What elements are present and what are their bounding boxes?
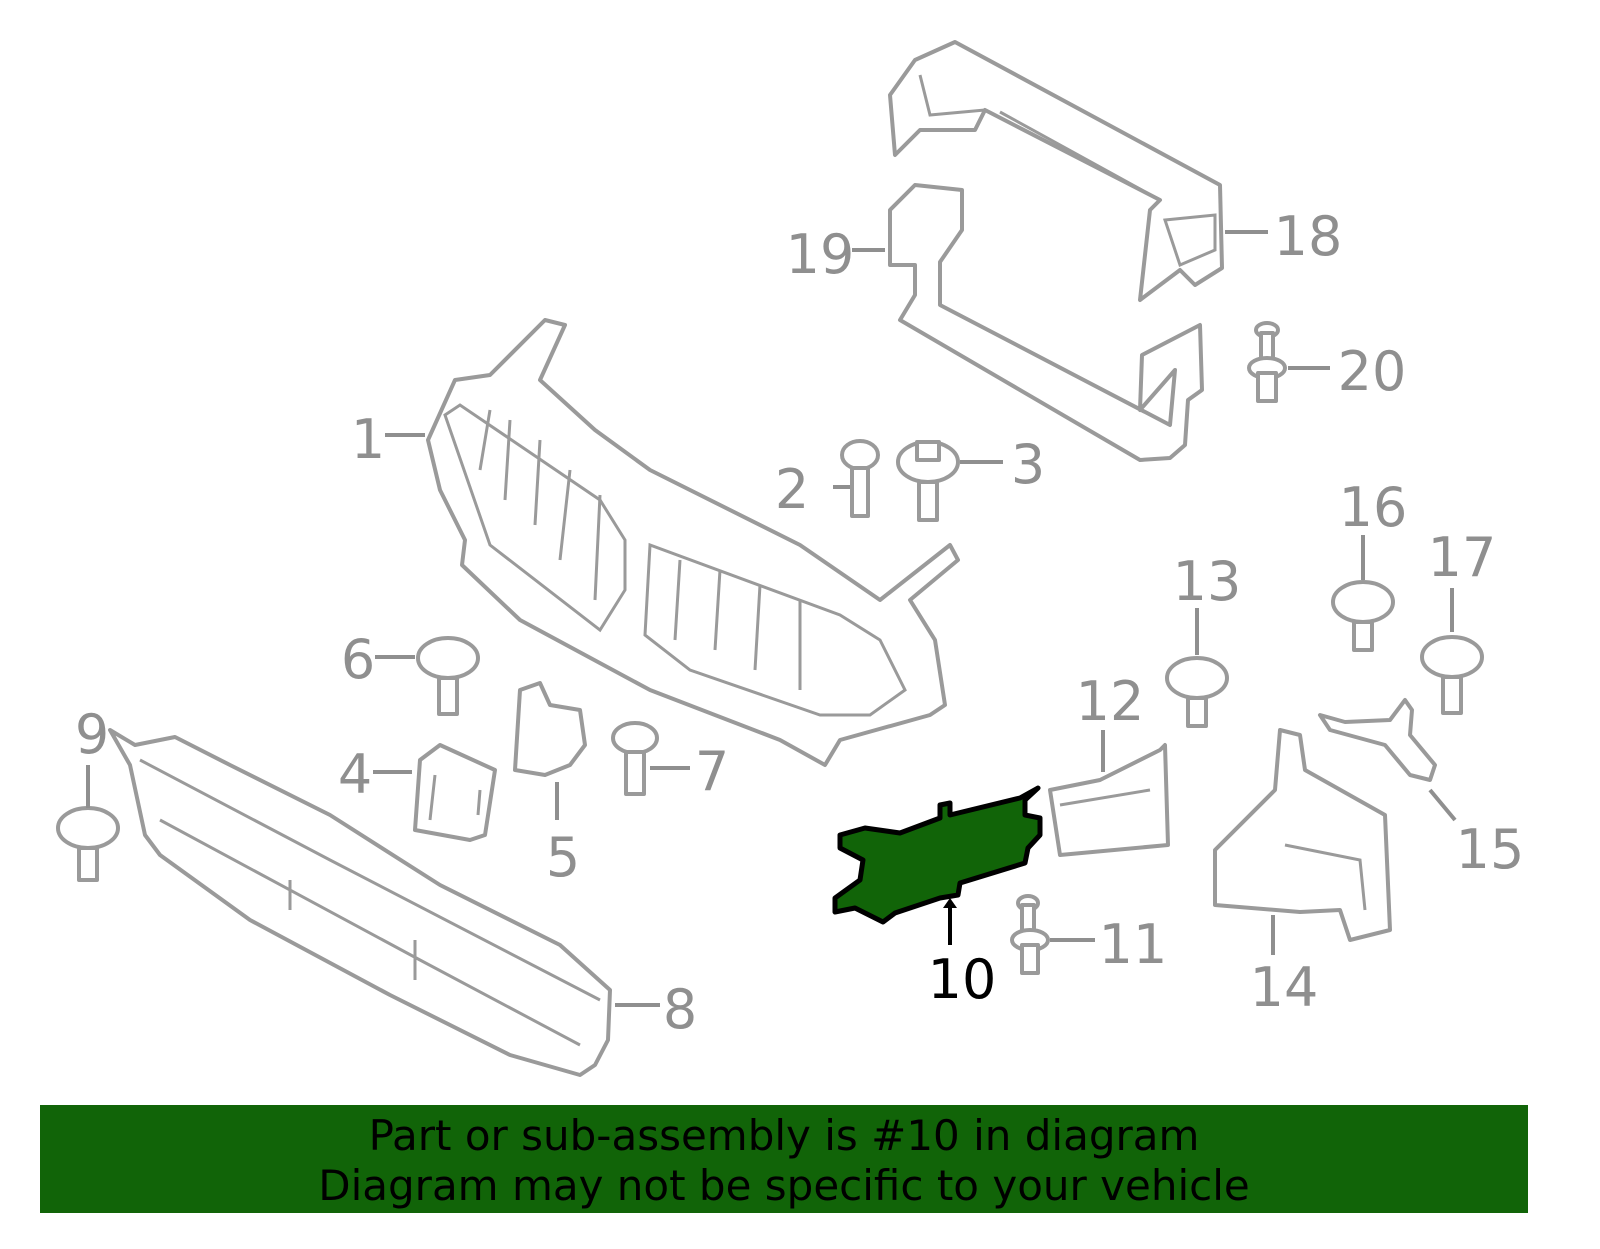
bracket-15-part [1318,698,1437,782]
nut-13-icon [1165,656,1229,728]
fasteners [56,321,1484,975]
callout-16[interactable]: 16 [1339,476,1408,539]
callout-14[interactable]: 14 [1250,956,1319,1019]
callout-1[interactable]: 1 [351,408,385,471]
air-deflector-part [108,728,612,1077]
callout-5[interactable]: 5 [546,826,580,889]
callout-3[interactable]: 3 [1011,433,1045,496]
bolt-3-icon [896,440,960,522]
grille-part [426,318,960,767]
rivet-20-icon [1247,321,1287,403]
callout-17[interactable]: 17 [1428,526,1497,589]
radiator-support-part [888,40,1224,462]
nut-9-icon [56,806,120,882]
callout-19[interactable]: 19 [786,223,855,286]
callout-9[interactable]: 9 [75,703,109,766]
selected-part-10[interactable] [832,785,1043,925]
callout-7[interactable]: 7 [695,740,729,803]
bracket-5-part [513,681,587,777]
callout-20[interactable]: 20 [1338,340,1407,403]
callout-15[interactable]: 15 [1456,818,1525,881]
rivet-11-icon [1010,894,1050,975]
callout-11[interactable]: 11 [1099,913,1168,976]
callout-13[interactable]: 13 [1173,550,1242,613]
bracket-4-part [413,743,497,842]
callout-6[interactable]: 6 [341,628,375,691]
banner-line-disclaimer: Diagram may not be specific to your vehi… [318,1161,1250,1210]
callout-10[interactable]: 10 [928,948,997,1011]
info-banner: Part or sub-assembly is #10 in diagram D… [40,1105,1528,1213]
callout-2[interactable]: 2 [775,458,809,521]
callout-labels: 1 2 3 4 5 6 7 8 9 10 11 12 13 14 15 16 1… [75,205,1525,1041]
callout-8[interactable]: 8 [663,978,697,1041]
air-duct-14-part [1213,728,1392,942]
screw-7-icon [611,721,659,796]
callout-4[interactable]: 4 [338,743,372,806]
nut-16-icon [1331,580,1395,652]
banner-line-part-number: Part or sub-assembly is #10 in diagram [368,1111,1200,1160]
screw-6-icon [416,636,480,716]
callout-12[interactable]: 12 [1076,670,1145,733]
bolt-2-icon [840,439,880,518]
leader-arrows [86,230,1457,1007]
screw-17-icon [1420,635,1484,715]
callout-18[interactable]: 18 [1274,205,1343,268]
bracket-12-part [1048,743,1170,857]
